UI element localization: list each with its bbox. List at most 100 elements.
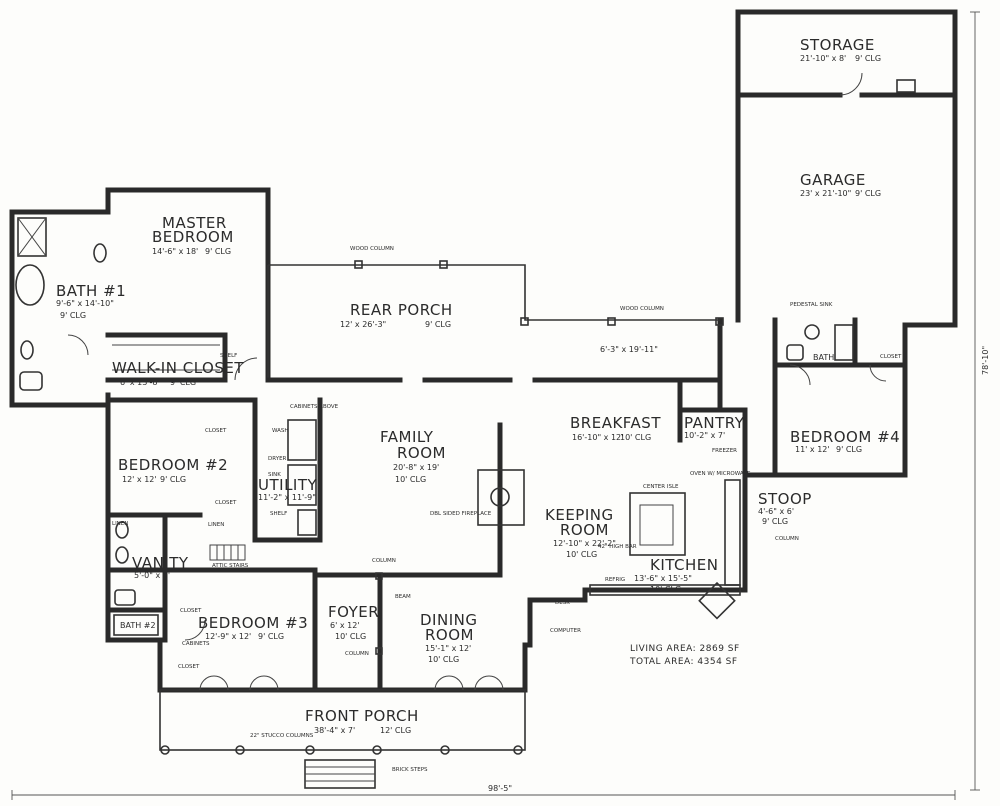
fireplace-note: DBL SIDED FIREPLACE	[430, 511, 492, 517]
beam-note: BEAM	[395, 594, 411, 600]
master-name-1: MASTER	[162, 214, 227, 232]
bath4-name: BATH	[813, 353, 834, 362]
notes: CLOSET CLOSET LINEN CLOSET CLOSET CLOSET…	[112, 246, 902, 773]
breakfast-clg: 10' CLG	[620, 433, 651, 442]
computer-note: COMPUTER	[550, 628, 581, 634]
cabinets-above-note: CABINETS ABOVE	[290, 404, 339, 410]
desk-note: DESK	[555, 600, 570, 606]
breakfast-dim: 16'-10" x 12'	[572, 433, 623, 442]
bar-note: 42" HIGH BAR	[598, 544, 637, 550]
column-note: COLUMN	[372, 558, 396, 564]
pantry-dim: 10'-2" x 7'	[684, 431, 725, 440]
linen-note: LINEN	[112, 521, 128, 527]
column-note: COLUMN	[775, 536, 799, 542]
utility-name: UTILITY	[258, 476, 318, 494]
freezer-note: FREEZER	[712, 448, 737, 454]
rear-porch-name: REAR PORCH	[350, 301, 453, 319]
washer-note: WASH	[272, 428, 289, 434]
rear-porch-clg: 9' CLG	[425, 320, 451, 329]
family-clg: 10' CLG	[395, 475, 426, 484]
dryer-note: DRYER	[268, 456, 287, 462]
stoop-name: STOOP	[758, 490, 812, 508]
toilet	[19, 371, 43, 391]
sink	[20, 340, 34, 360]
bath1-dim: 9'-6" x 14'-10"	[56, 299, 114, 308]
walkin-clg: 9' CLG	[170, 378, 196, 387]
pedestal-note: PEDESTAL SINK	[790, 302, 833, 308]
bathtub	[15, 264, 45, 306]
total-area: TOTAL AREA: 4354 SF	[629, 657, 738, 667]
interior-walls	[105, 317, 908, 693]
exterior-walls	[9, 9, 958, 693]
keeping-clg: 10' CLG	[566, 550, 597, 559]
garage-clg: 9' CLG	[855, 189, 881, 198]
garage-name: GARAGE	[800, 171, 866, 189]
bedroom4-name: BEDROOM #4	[790, 428, 900, 446]
overall-width: 98'-5"	[488, 784, 512, 793]
garage-dim: 23' x 21'-10"	[800, 189, 851, 198]
overall-dimensions: 98'-5" 78'-10"	[488, 346, 990, 793]
bedroom4-dim: 11' x 12'	[795, 445, 830, 454]
kitchen-name: KITCHEN	[650, 556, 719, 574]
sink	[93, 243, 107, 263]
kitchen-clg: 10' CLG	[650, 585, 681, 594]
walkin-dim: 6' x 13'-8"	[120, 378, 161, 387]
closet-note: CLOSET	[880, 354, 902, 360]
family-name-1: FAMILY	[380, 428, 434, 446]
rear-porch-dim-2: 6'-3" x 19'-11"	[600, 345, 658, 354]
foyer-name: FOYER	[328, 603, 379, 621]
bedroom3-dim: 12'-9" x 12'	[205, 632, 251, 641]
foyer-dim: 6' x 12'	[330, 621, 360, 630]
bedroom2-clg: 9' CLG	[160, 475, 186, 484]
bath1-name: BATH #1	[56, 282, 126, 300]
fireplace	[477, 469, 525, 526]
closet-note: CLOSET	[215, 500, 237, 506]
front-porch-name: FRONT PORCH	[305, 707, 419, 725]
shelf-note: SHELF	[220, 353, 237, 359]
vanity-dim: 5'-0" x 7'	[134, 571, 170, 580]
pantry-name: PANTRY	[684, 414, 745, 432]
oven-note: OVEN W/ MICROWAVE	[690, 471, 751, 477]
dimension-lines	[11, 11, 980, 800]
room-labels: STORAGE 21'-10" x 8' 9' CLG GARAGE 23' x…	[56, 36, 900, 735]
keeping-name-1: KEEPING	[545, 506, 614, 524]
sink-note: SINK	[268, 472, 281, 478]
family-dim: 20'-8" x 19'	[393, 463, 439, 472]
dining-clg: 10' CLG	[428, 655, 459, 664]
fixtures	[15, 72, 916, 789]
storage-clg: 9' CLG	[855, 54, 881, 63]
breakfast-name: BREAKFAST	[570, 414, 661, 432]
stucco-note: 22" STUCCO COLUMNS	[250, 733, 314, 739]
brick-steps-note: BRICK STEPS	[392, 767, 428, 773]
bedroom2-name: BEDROOM #2	[118, 456, 228, 474]
vanity-name: VANITY	[132, 554, 189, 572]
front-porch-dim: 38'-4" x 7'	[314, 726, 355, 735]
front-porch-clg: 12' CLG	[380, 726, 411, 735]
closet-note: CLOSET	[178, 664, 200, 670]
refrig-note: REFRIG	[605, 577, 625, 583]
bath1-clg: 9' CLG	[60, 311, 86, 320]
kitchen-counter	[589, 584, 741, 596]
wood-column-note: WOOD COLUMN	[350, 246, 394, 252]
living-area: LIVING AREA: 2869 SF	[630, 644, 740, 654]
bath2-name: BATH #2	[120, 621, 156, 630]
stoop-clg: 9' CLG	[762, 517, 788, 526]
keeping-name-2: ROOM	[560, 521, 609, 539]
kitchen-dim: 13'-6" x 15'-5"	[634, 574, 692, 583]
keeping-dim: 12'-10" x 22'-2"	[553, 539, 616, 548]
stoop-dim: 4'-6" x 6'	[758, 507, 794, 516]
overall-depth: 78'-10"	[981, 346, 990, 375]
wood-column-note: WOOD COLUMN	[620, 306, 664, 312]
center-island	[629, 492, 686, 556]
bathtub	[834, 324, 854, 361]
closet-note: CLOSET	[180, 608, 202, 614]
front-porch-slab	[159, 689, 526, 751]
foyer-clg: 10' CLG	[335, 632, 366, 641]
column-note: COLUMN	[345, 651, 369, 657]
cabinets-note: CABINETS	[182, 641, 210, 647]
closet-note: CLOSET	[205, 428, 227, 434]
center-isle-note: CENTER ISLE	[643, 484, 679, 490]
shelf-note: SHELF	[270, 511, 287, 517]
